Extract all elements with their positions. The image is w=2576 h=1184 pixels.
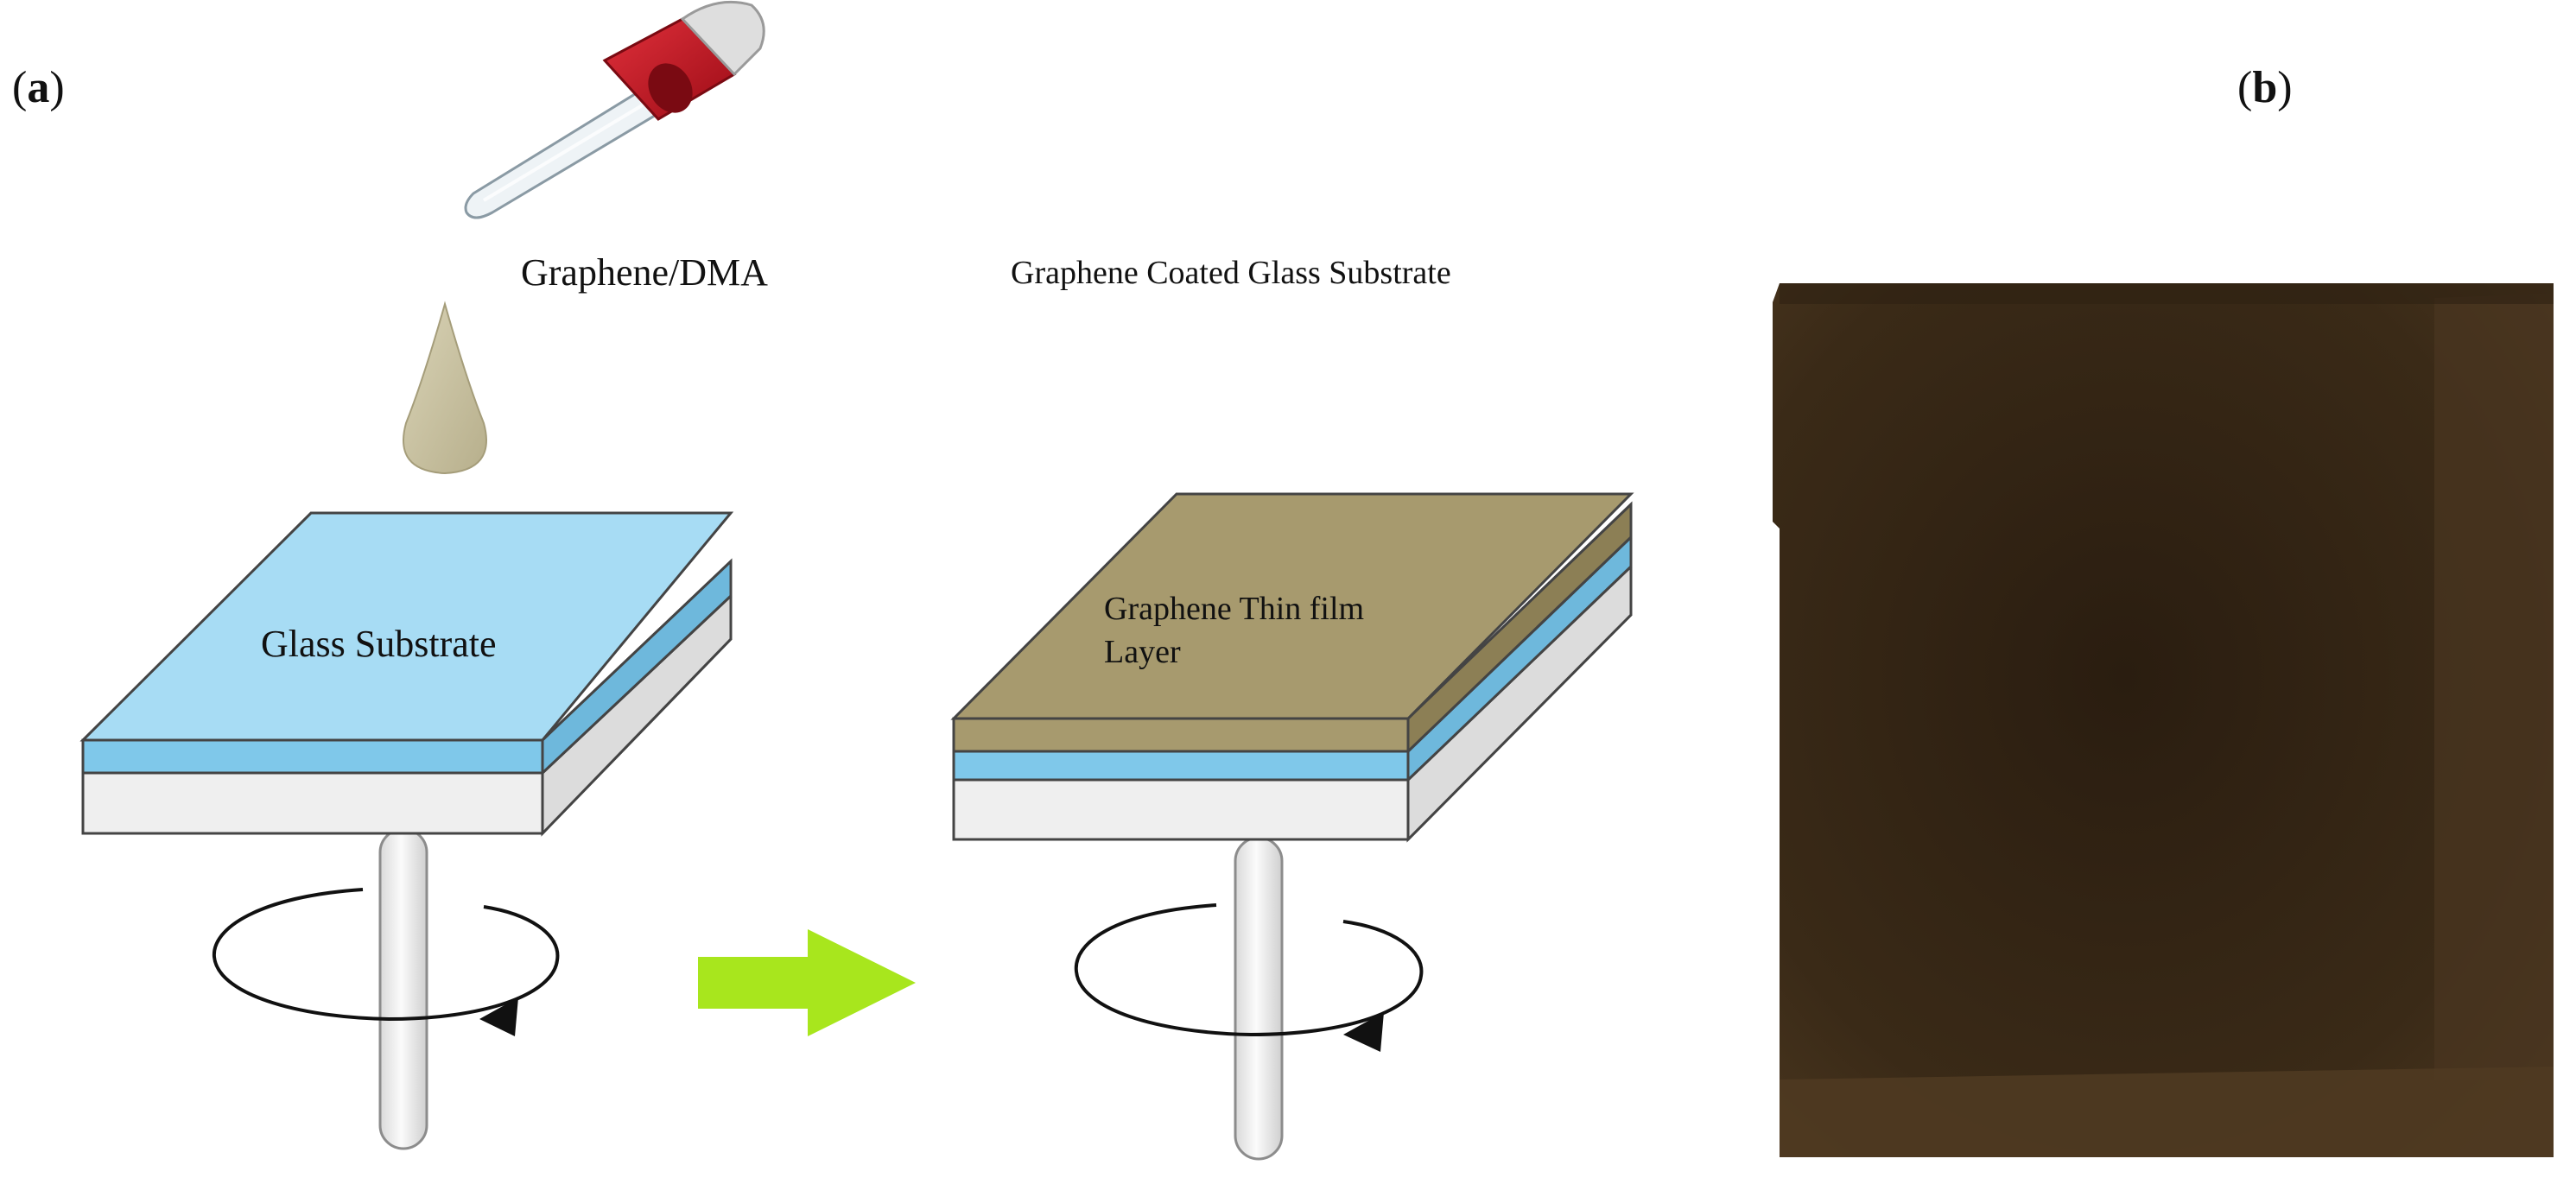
glass-substrate-label: Glass Substrate	[261, 623, 497, 665]
spin-coater-left: Glass Substrate	[79, 511, 734, 1150]
droplet-icon	[403, 301, 487, 475]
spindle-rod	[1234, 836, 1284, 1161]
rotation-arrow-head	[479, 997, 518, 1036]
spindle-rod	[378, 827, 428, 1150]
dropper-solution-label: Graphene/DMA	[521, 251, 768, 294]
dropper-icon	[464, 0, 765, 219]
graphene-film-surface	[950, 492, 1634, 720]
rotation-arrow-icon	[1074, 903, 1424, 1037]
glass-substrate-surface	[79, 511, 734, 742]
thin-film-label-line1: Graphene Thin film	[1104, 591, 1364, 627]
spin-coater-right: Graphene Thin film Layer	[950, 492, 1634, 1161]
thin-film-label-line2: Layer	[1104, 634, 1181, 670]
rotation-arrow-icon	[212, 888, 560, 1022]
panel-label-a: (a)	[12, 63, 65, 112]
right-arrow-icon	[698, 929, 916, 1036]
coated-sample-photo	[1769, 275, 2555, 1164]
rotation-arrow-head	[1343, 1012, 1384, 1052]
panel-label-b: (b)	[2237, 63, 2293, 112]
coated-substrate-title: Graphene Coated Glass Substrate	[1011, 255, 1451, 291]
